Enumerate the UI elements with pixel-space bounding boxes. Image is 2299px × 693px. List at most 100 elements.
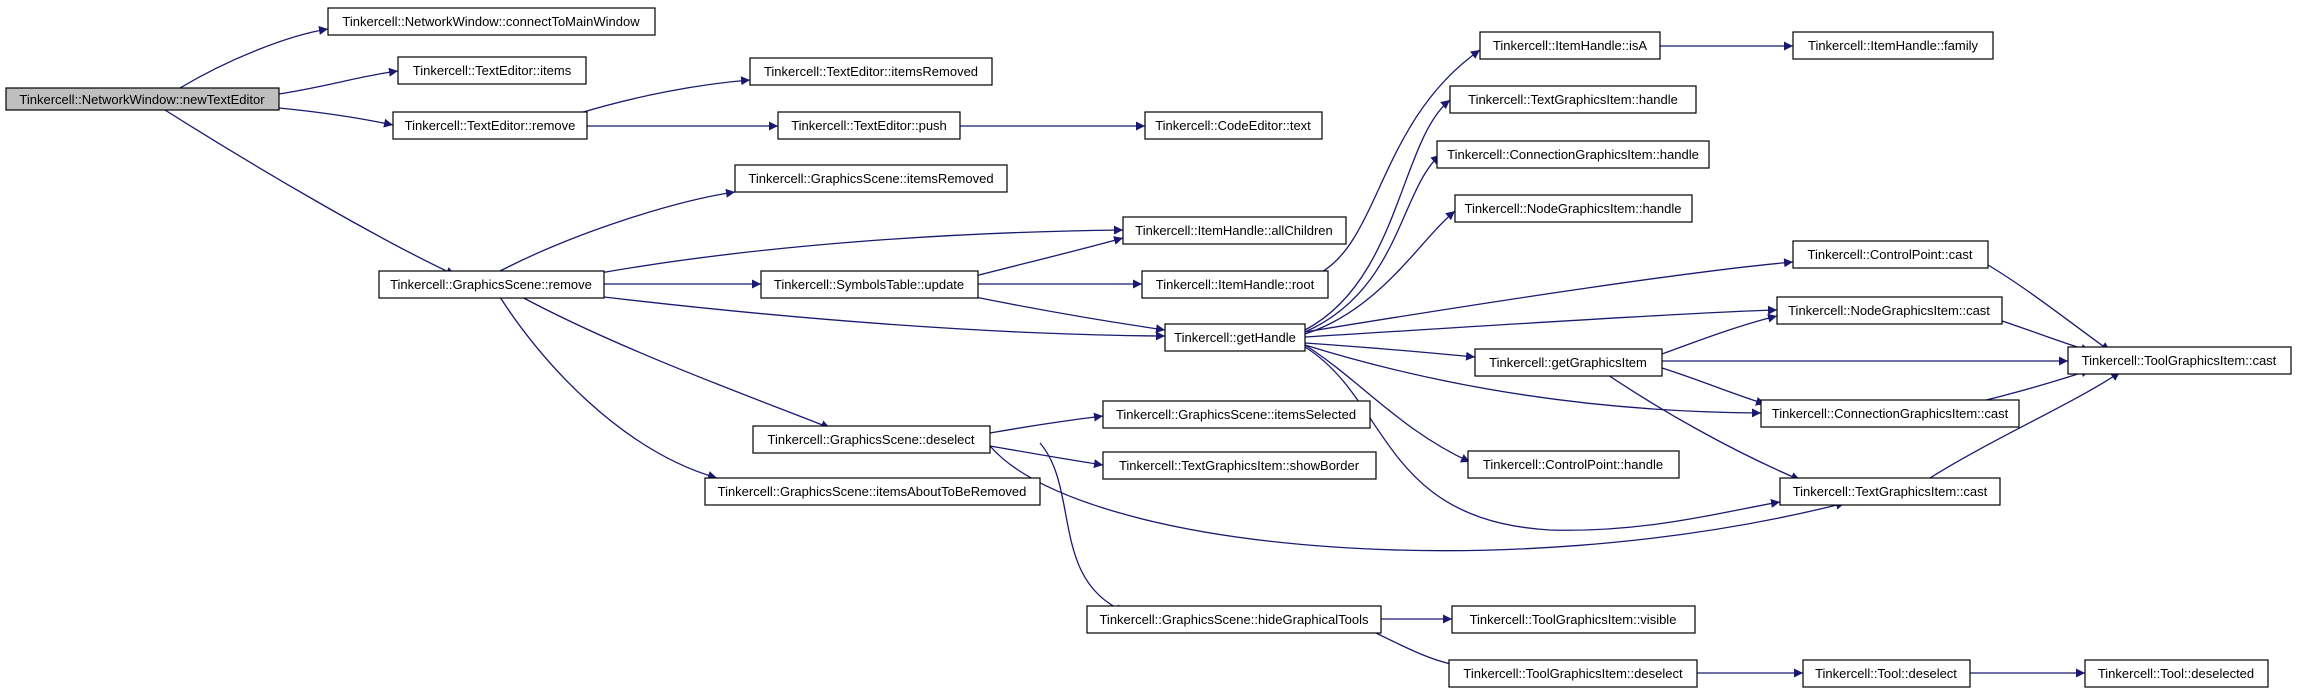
edge-n13-n30	[1304, 344, 1762, 418]
node-label-n21: Tinkercell::TextGraphicsItem::handle	[1468, 92, 1678, 107]
edge-n24-n31	[1604, 372, 1801, 481]
node-label-n12: Tinkercell::ItemHandle::root	[1156, 277, 1315, 292]
edge-n1-n3	[278, 67, 399, 95]
node-label-n16: Tinkercell::GraphicsScene::itemsSelected	[1116, 407, 1356, 422]
node-label-n26: Tinkercell::ToolGraphicsItem::visible	[1470, 612, 1677, 627]
node-box-n21	[1449, 85, 1697, 114]
edge-n13-n21	[1304, 99, 1451, 331]
node-box-n7	[777, 111, 961, 140]
edge-n5-n10	[599, 225, 1124, 274]
node-box-n5	[378, 270, 605, 299]
edge-n1-n4	[278, 107, 394, 128]
node-label-n8: Tinkercell::CodeEditor::text	[1155, 118, 1311, 133]
node-label-n34: Tinkercell::Tool::deselected	[2098, 666, 2254, 681]
node-label-n14: Tinkercell::GraphicsScene::deselect	[768, 432, 975, 447]
edge-n11-n10	[974, 236, 1124, 277]
node-box-n27	[1448, 659, 1698, 688]
node-box-n1	[5, 87, 280, 111]
edge-n1-n2	[179, 25, 329, 89]
edge-n13-n29	[1304, 305, 1778, 338]
node-label-n29: Tinkercell::NodeGraphicsItem::cast	[1788, 303, 1990, 318]
edge-n30-n32	[1969, 368, 2091, 405]
node-label-n30: Tinkercell::ConnectionGraphicsItem::cast	[1772, 406, 2009, 421]
node-label-n25: Tinkercell::ControlPoint::handle	[1483, 457, 1663, 472]
node-box-n34	[2084, 659, 2269, 688]
node-label-n2: Tinkercell::NetworkWindow::connectToMain…	[342, 14, 640, 29]
node-box-n18	[1086, 605, 1382, 634]
node-box-n6	[749, 57, 993, 86]
edge-n5-n13	[603, 296, 1166, 341]
edge-n24-n29	[1661, 313, 1778, 355]
edge-n13-n25	[1304, 344, 1471, 463]
node-box-n11	[760, 270, 979, 299]
node-box-n2	[327, 7, 656, 36]
node-label-n5: Tinkercell::GraphicsScene::remove	[390, 277, 592, 292]
node-label-n28: Tinkercell::ControlPoint::cast	[1808, 247, 1973, 262]
node-label-n22: Tinkercell::ConnectionGraphicsItem::hand…	[1447, 147, 1699, 162]
edge-n14-n16	[989, 412, 1104, 434]
node-label-n18: Tinkercell::GraphicsScene::hideGraphical…	[1099, 612, 1369, 627]
node-box-n9	[734, 164, 1008, 193]
node-label-n7: Tinkercell::TextEditor::push	[791, 118, 947, 133]
node-label-n13: Tinkercell::getHandle	[1174, 330, 1296, 345]
edge-n5-n15	[499, 296, 718, 480]
node-box-n19	[1479, 31, 1661, 60]
edge-n24-n30	[1661, 367, 1766, 406]
node-box-n4	[392, 111, 588, 140]
edge-n14-n18	[1039, 442, 1126, 613]
node-box-n10	[1122, 216, 1347, 245]
node-box-n33	[1802, 659, 1971, 688]
node-label-n9: Tinkercell::GraphicsScene::itemsRemoved	[748, 171, 993, 186]
node-box-n31	[1779, 477, 2001, 506]
node-label-n23: Tinkercell::NodeGraphicsItem::handle	[1464, 201, 1681, 216]
node-box-n17	[1102, 451, 1377, 480]
edge-n1-n5	[164, 109, 456, 276]
node-label-n33: Tinkercell::Tool::deselect	[1815, 666, 1957, 681]
node-box-n16	[1102, 400, 1371, 429]
edge-n13-n28	[1304, 258, 1794, 333]
edge-n12-n19	[1319, 49, 1481, 274]
node-label-n10: Tinkercell::ItemHandle::allChildren	[1135, 223, 1333, 238]
edge-n5-n9	[499, 188, 736, 272]
edge-n13-n24	[1304, 342, 1476, 361]
node-box-n23	[1454, 194, 1693, 223]
node-label-n17: Tinkercell::TextGraphicsItem::showBorder	[1119, 458, 1360, 473]
node-box-n13	[1164, 323, 1306, 352]
edge-n28-n32	[1987, 264, 2111, 352]
node-label-n31: Tinkercell::TextGraphicsItem::cast	[1793, 484, 1988, 499]
node-box-n28	[1792, 240, 1989, 269]
node-label-n24: Tinkercell::getGraphicsItem	[1489, 355, 1647, 370]
node-box-n12	[1141, 270, 1329, 299]
node-box-n20	[1792, 31, 1994, 60]
node-box-n32	[2067, 346, 2292, 375]
node-box-n29	[1776, 296, 2003, 325]
node-label-n3: Tinkercell::TextEditor::items	[413, 63, 572, 78]
edge-n4-n6	[579, 76, 751, 114]
node-box-n26	[1451, 605, 1696, 634]
edge-n29-n32	[1995, 318, 2091, 353]
node-box-n24	[1474, 348, 1663, 377]
node-box-n30	[1760, 399, 2020, 428]
node-label-n20: Tinkercell::ItemHandle::family	[1808, 38, 1979, 53]
node-label-n4: Tinkercell::TextEditor::remove	[405, 118, 576, 133]
edge-n11-n13	[974, 296, 1166, 334]
node-label-n27: Tinkercell::ToolGraphicsItem::deselect	[1463, 666, 1683, 681]
node-box-n14	[752, 425, 991, 454]
node-box-n8	[1144, 111, 1323, 140]
node-label-n1: Tinkercell::NetworkWindow::newTextEditor	[19, 92, 265, 107]
node-label-n19: Tinkercell::ItemHandle::isA	[1493, 38, 1647, 53]
node-box-n25	[1467, 450, 1680, 479]
node-box-n3	[397, 56, 587, 85]
node-label-n6: Tinkercell::TextEditor::itemsRemoved	[764, 64, 978, 79]
edge-n31-n32	[1929, 371, 2121, 479]
node-box-n15	[704, 477, 1041, 506]
node-label-n32: Tinkercell::ToolGraphicsItem::cast	[2082, 353, 2277, 368]
edge-n13-n23	[1304, 210, 1456, 335]
node-label-n15: Tinkercell::GraphicsScene::itemsAboutToB…	[718, 484, 1027, 499]
node-box-n22	[1436, 140, 1710, 169]
edge-n14-n31	[989, 445, 1846, 552]
edge-n5-n14	[519, 295, 831, 429]
node-label-n11: Tinkercell::SymbolsTable::update	[774, 277, 964, 292]
edge-n13-n22	[1304, 154, 1441, 333]
